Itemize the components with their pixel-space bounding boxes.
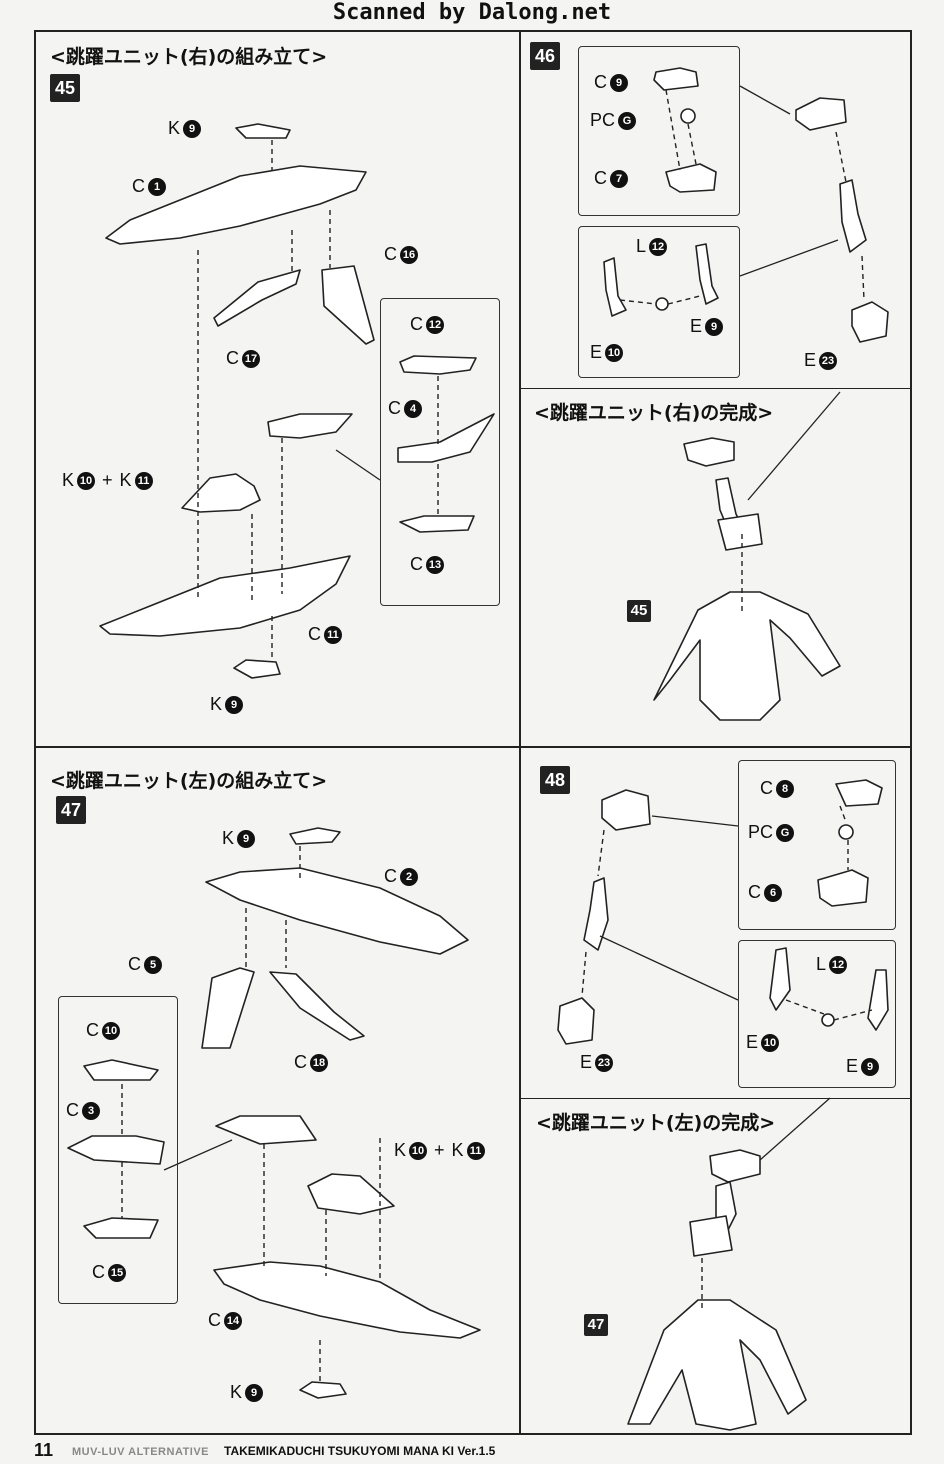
step48-inset-bottom (738, 940, 896, 1088)
divider-horizontal (34, 746, 912, 748)
step48-inset-top (738, 760, 896, 930)
step46-inset-top (578, 46, 740, 216)
step-47-badge: 47 (56, 796, 86, 824)
step-48-badge: 48 (540, 766, 570, 794)
step-45-badge: 45 (50, 74, 80, 102)
step47-inset (58, 996, 178, 1304)
step-47-reference: 47 (584, 1314, 608, 1336)
brand-logo-text: MUV-LUV ALTERNATIVE (72, 1446, 210, 1458)
page-number: 11 (34, 1440, 54, 1460)
scan-credit: Scanned by Dalong.net (332, 0, 612, 25)
divider-vertical (519, 30, 521, 1435)
model-name: TAKEMIKADUCHI TSUKUYOMI MANA KI Ver.1.5 (224, 1444, 496, 1458)
step-46-badge: 46 (530, 42, 560, 70)
page-frame (34, 30, 912, 1435)
divider-step48 (521, 1098, 910, 1099)
divider-step46 (521, 388, 910, 389)
right-complete-title: <跳躍ユニット(右)の完成> (534, 402, 774, 424)
left-assembly-title: <跳躍ユニット(左)の組み立て> (50, 770, 328, 792)
step46-inset-bottom (578, 226, 740, 378)
left-complete-title: <跳躍ユニット(左)の完成> (536, 1112, 776, 1134)
step-45-reference: 45 (627, 600, 651, 622)
right-assembly-title: <跳躍ユニット(右)の組み立て> (50, 46, 328, 68)
step45-inset (380, 298, 500, 606)
